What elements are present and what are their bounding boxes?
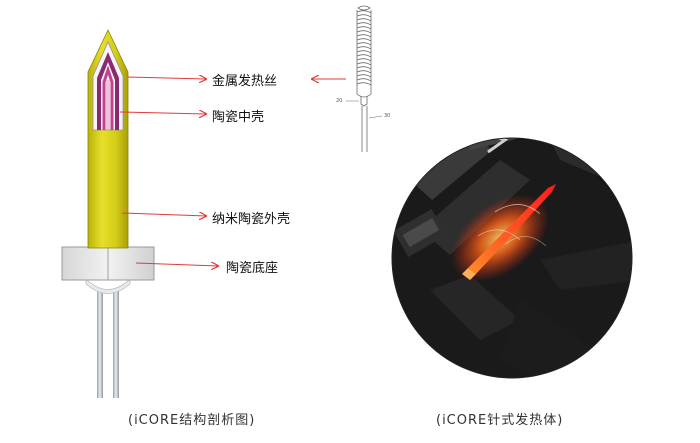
callout-arrows xyxy=(119,77,346,266)
callout-number-a: 20 xyxy=(336,98,343,104)
caption-needle-heater: (iCORE针式发热体) xyxy=(436,413,564,428)
label-ceramic-base: 陶瓷底座 xyxy=(226,261,279,276)
heater-closeup-photo xyxy=(391,137,633,379)
caption-structure: (iCORE结构剖析图) xyxy=(128,413,256,428)
ceramic-inner-shell xyxy=(97,52,119,130)
lead-pins xyxy=(97,290,119,398)
coil-line-drawing xyxy=(346,5,383,152)
label-nano-ceramic-outer-shell: 纳米陶瓷外壳 xyxy=(212,212,291,227)
nano-ceramic-outer-shell xyxy=(87,29,129,249)
base-collar xyxy=(85,278,131,294)
label-ceramic-middle-shell: 陶瓷中壳 xyxy=(212,110,265,125)
callout-number-b: 30 xyxy=(384,113,391,119)
label-metal-heating-wire: 金属发热丝 xyxy=(212,74,278,89)
